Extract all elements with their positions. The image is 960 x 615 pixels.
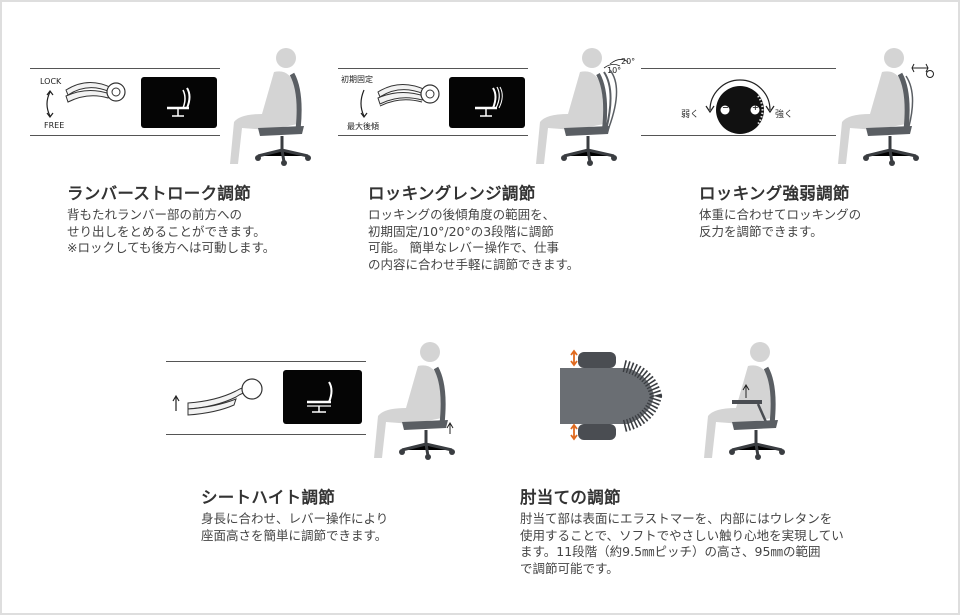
rocking-range-lever-icon xyxy=(360,84,440,118)
rocking-range-initial-label: 初期固定 xyxy=(341,75,373,84)
desc-line: ます。11段階（約9.5㎜ピッチ）の高さ、95㎜の範囲 xyxy=(520,544,821,559)
rocking-range-chair-diagram xyxy=(449,77,525,128)
desc-line: 初期固定/10°/20°の3段階に調節 xyxy=(368,223,554,239)
rocking-strength-seated-figure xyxy=(838,48,934,166)
rocking-range-description: ロッキングの後傾角度の範囲を、 初期固定/10°/20°の3段階に調節 可能。 … xyxy=(368,207,579,273)
desc-line: 背もたれランバー部の前方への xyxy=(67,207,243,222)
desc-line: 使用することで、ソフトでやさしい触り心地を実現してい xyxy=(520,527,844,543)
seat-height-title: シートハイト調節 xyxy=(201,488,336,507)
desc-line: の内容に合わせ手軽に調節できます。 xyxy=(368,256,580,272)
seat-height-illustration-band xyxy=(166,361,366,435)
desc-line: 可能。 簡単なレバー操作で、仕事 xyxy=(368,240,559,255)
rocking-strength-description: 体重に合わせてロッキングの 反力を調節できます。 xyxy=(699,207,861,240)
seat-height-seated-figure xyxy=(374,342,455,460)
tension-minus-symbol: − xyxy=(722,103,729,112)
armrest-top-view-diagram xyxy=(560,349,663,441)
desc-line: で調節可能です。 xyxy=(520,560,619,576)
desc-line: ロッキングの後傾角度の範囲を、 xyxy=(368,207,556,222)
lumbar-description: 背もたれランバー部の前方への せり出しをとめることができます。 ※ロックしても後… xyxy=(67,207,275,257)
seat-height-lever-icon xyxy=(172,378,263,416)
lumbar-seated-figure xyxy=(230,48,311,166)
rocking-range-deg20-label: 20° xyxy=(621,57,636,66)
desc-line: 肘当て部は表面にエラストマーを、内部にはウレタンを xyxy=(520,511,833,526)
rocking-range-deg10-label: 10° xyxy=(607,66,622,75)
rocking-range-illustration-band xyxy=(338,68,528,136)
rocking-range-title: ロッキングレンジ調節 xyxy=(368,184,536,203)
lumbar-illustration-band xyxy=(30,68,220,136)
tension-knob-icon xyxy=(705,79,775,134)
lumbar-free-label: FREE xyxy=(44,121,65,130)
lumbar-title: ランバーストローク調節 xyxy=(67,184,251,203)
seat-height-chair-diagram xyxy=(283,370,362,424)
chair-outline-icon xyxy=(307,381,333,413)
seat-height-description: 身長に合わせ、レバー操作により 座面高さを簡単に調節できます。 xyxy=(201,511,388,544)
tension-weak-label: 弱く xyxy=(681,110,700,120)
rocking-strength-illustration-band xyxy=(641,68,836,136)
desc-line: ※ロックしても後方へは可動します。 xyxy=(67,240,276,255)
desc-line: 座面高さを簡単に調節できます。 xyxy=(201,527,388,543)
armrest-title: 肘当ての調節 xyxy=(520,488,621,507)
desc-line: 体重に合わせてロッキングの xyxy=(699,207,862,222)
lumbar-chair-diagram xyxy=(141,77,217,128)
armrest-seated-figure xyxy=(704,342,785,460)
desc-line: せり出しをとめることができます。 xyxy=(67,223,266,239)
lumbar-lock-label: LOCK xyxy=(40,77,62,86)
rocking-range-seated-figure xyxy=(536,48,629,166)
chair-tilt-icon xyxy=(475,86,503,117)
tension-strong-label: 強く xyxy=(775,110,794,120)
desc-line: 反力を調節できます。 xyxy=(699,223,823,239)
armrest-description: 肘当て部は表面にエラストマーを、内部にはウレタンを 使用することで、ソフトでやさ… xyxy=(520,511,844,577)
tension-plus-symbol: + xyxy=(752,103,759,112)
lumbar-lever-icon xyxy=(46,82,126,118)
desc-line: 身長に合わせ、レバー操作により xyxy=(201,511,389,526)
rocking-range-max-label: 最大後傾 xyxy=(347,122,379,131)
rocking-strength-title: ロッキング強弱調節 xyxy=(699,184,850,203)
chair-outline-icon xyxy=(167,87,191,117)
